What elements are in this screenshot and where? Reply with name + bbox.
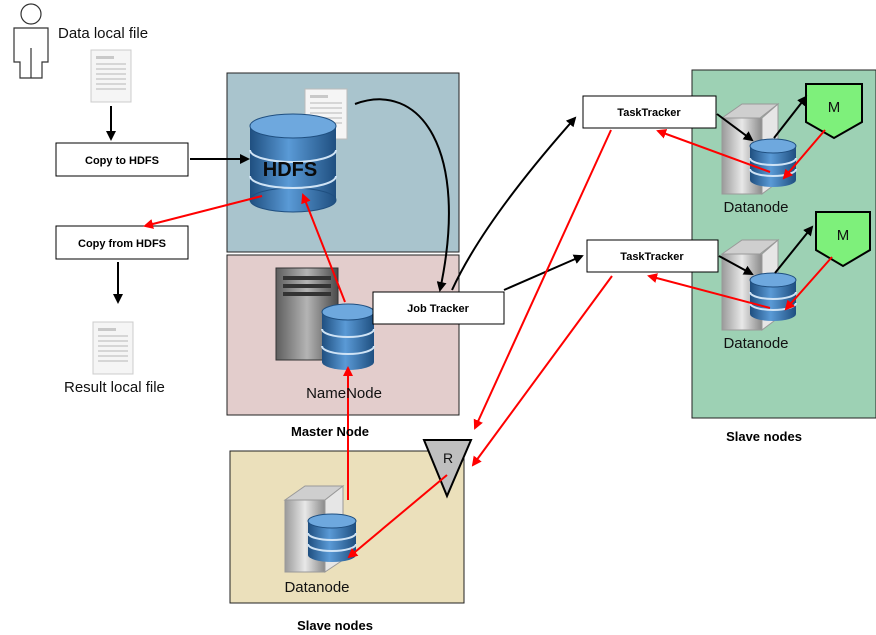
- map-task-2-shape: [815, 211, 871, 268]
- map-task-1-label: M: [828, 99, 841, 116]
- datanode-3-database-icon: [307, 513, 357, 562]
- copy-from-hdfs-label: Copy from HDFS: [78, 238, 166, 250]
- slave-nodes-right-label: Slave nodes: [726, 429, 802, 444]
- map-task-1-shape: [805, 83, 863, 140]
- datanode-2-label: Datanode: [723, 335, 788, 352]
- data-local-file-label: Data local file: [58, 25, 148, 42]
- data-file-icon: [90, 49, 132, 103]
- tasktracker-1-label: TaskTracker: [617, 107, 681, 119]
- hdfs-database-icon: [249, 113, 337, 213]
- tasktracker-2-box: [586, 239, 719, 273]
- namenode-label: NameNode: [306, 385, 382, 402]
- reduce-task-label: R: [443, 450, 453, 466]
- datanode-1-database-icon: [749, 138, 797, 187]
- hdfs-label: HDFS: [263, 159, 317, 181]
- copy-to-hdfs-label: Copy to HDFS: [85, 155, 159, 167]
- datanode-2-database-icon: [749, 272, 797, 321]
- reduce-task-shape: [422, 439, 473, 499]
- slave-nodes-bottom-label: Slave nodes: [297, 618, 373, 633]
- map-task-2-label: M: [837, 227, 850, 244]
- copy-to-hdfs-box: [55, 142, 189, 177]
- control-flow-arrows: [106, 95, 814, 304]
- tasktracker-1-box: [582, 95, 717, 129]
- result-local-file-label: Result local file: [64, 379, 165, 396]
- namenode-database-icon: [321, 303, 375, 370]
- job-tracker-label: Job Tracker: [407, 303, 469, 315]
- datanode-1-label: Datanode: [723, 199, 788, 216]
- result-file-icon: [92, 321, 134, 375]
- master-node-label: Master Node: [291, 424, 369, 439]
- job-tracker-box: [372, 291, 505, 325]
- user-icon: [13, 3, 49, 79]
- data-flow-arrows: [143, 129, 833, 559]
- copy-from-hdfs-box: [55, 225, 189, 260]
- datanode-3-label: Datanode: [284, 579, 349, 596]
- tasktracker-2-label: TaskTracker: [620, 251, 684, 263]
